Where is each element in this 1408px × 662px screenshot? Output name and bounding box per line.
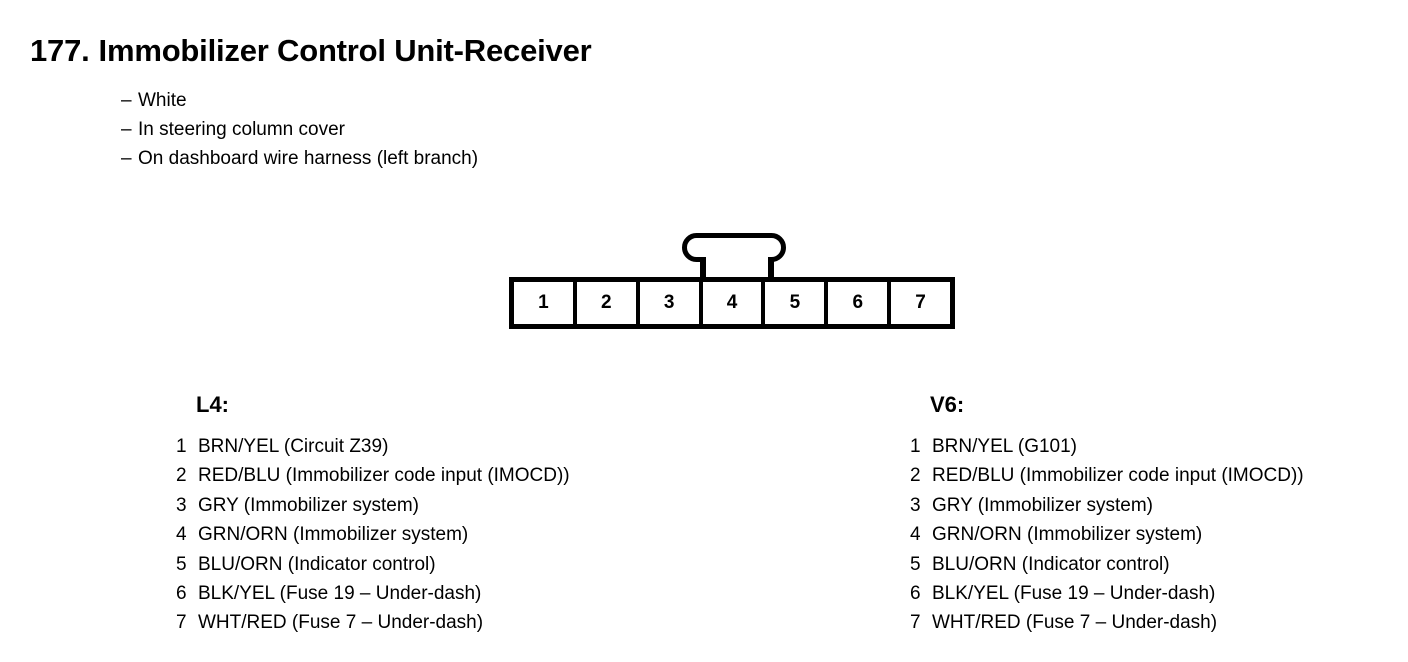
note-text: In steering column cover [138,119,345,140]
pin-number: 6 [176,583,187,605]
note-item: – White [121,86,821,115]
pin-description: BRN/YEL (Circuit Z39) [198,436,389,457]
dash-bullet-icon: – [121,148,132,169]
dash-bullet-icon: – [121,119,132,140]
connector-housing: 1 2 3 4 5 6 7 [509,277,955,329]
pin-row: 4 GRN/ORN (Immobilizer system) [910,520,1304,549]
connector-pin-cell: 1 [514,282,573,324]
connector-pin-cell: 5 [765,282,825,324]
pin-number: 4 [910,524,921,546]
pin-number: 1 [910,436,921,457]
pin-description: GRN/ORN (Immobilizer system) [932,524,1203,546]
pin-row: 7 WHT/RED (Fuse 7 – Under-dash) [910,608,1304,637]
pin-row: 6 BLK/YEL (Fuse 19 – Under-dash) [910,579,1304,608]
pin-number: 2 [176,465,187,487]
pin-row: 6 BLK/YEL (Fuse 19 – Under-dash) [176,579,570,608]
pin-description: WHT/RED (Fuse 7 – Under-dash) [932,612,1218,634]
pin-list-l4: L4: 1 BRN/YEL (Circuit Z39) 2 RED/BLU (I… [176,392,570,638]
pin-number: 5 [910,553,921,575]
pin-row: 1 BRN/YEL (G101) [910,432,1304,461]
connector-tab-notch [706,255,768,263]
pin-number: 3 [176,494,187,516]
page-title-number: 177. [30,33,90,68]
pin-row: 1 BRN/YEL (Circuit Z39) [176,432,570,461]
pin-row: 2 RED/BLU (Immobilizer code input (IMOCD… [910,461,1304,490]
note-text: White [138,90,187,111]
pin-description: BLK/YEL (Fuse 19 – Under-dash) [198,583,482,605]
pin-number: 1 [176,436,187,457]
pin-list-v6: V6: 1 BRN/YEL (G101) 2 RED/BLU (Immobili… [910,392,1304,638]
note-text: On dashboard wire harness (left branch) [138,148,479,169]
connector-pin-cell: 4 [702,282,762,324]
connector-pin-cell: 2 [576,282,636,324]
pin-description: GRY (Immobilizer system) [932,494,1153,516]
connector-tab-stem-right [768,257,774,279]
connector-pin-cell: 3 [639,282,699,324]
pin-number: 2 [910,465,921,487]
pin-number: 3 [910,494,921,516]
pin-description: BLU/ORN (Indicator control) [198,553,436,575]
pin-description: WHT/RED (Fuse 7 – Under-dash) [198,612,484,634]
page-title: 177.Immobilizer Control Unit-Receiver [30,33,592,68]
pin-row: 5 BLU/ORN (Indicator control) [910,550,1304,579]
connector-pin-cell: 7 [891,282,951,324]
pin-row: 3 GRY (Immobilizer system) [176,491,570,520]
pin-description: GRY (Immobilizer system) [198,494,419,516]
pin-description: RED/BLU (Immobilizer code input (IMOCD)) [932,465,1304,487]
pin-description: GRN/ORN (Immobilizer system) [198,524,469,546]
pin-row: 3 GRY (Immobilizer system) [910,491,1304,520]
pin-number: 7 [176,612,187,634]
dash-bullet-icon: – [121,90,132,111]
pin-number: 5 [176,553,187,575]
connector-pin-cell: 6 [828,282,888,324]
pin-list-heading: V6: [930,392,965,417]
pin-list-heading: L4: [196,392,229,417]
pin-description: BRN/YEL (G101) [932,436,1078,457]
pin-number: 4 [176,524,187,546]
note-item: – In steering column cover [121,115,821,144]
pin-row: 7 WHT/RED (Fuse 7 – Under-dash) [176,608,570,637]
pin-row: 5 BLU/ORN (Indicator control) [176,550,570,579]
connector-diagram: 1 2 3 4 5 6 7 [509,233,955,331]
pin-description: RED/BLU (Immobilizer code input (IMOCD)) [198,465,570,487]
pin-row: 4 GRN/ORN (Immobilizer system) [176,520,570,549]
page-title-text: Immobilizer Control Unit-Receiver [98,33,592,68]
pin-description: BLK/YEL (Fuse 19 – Under-dash) [932,583,1216,605]
connector-tab-stem-left [700,257,706,279]
pin-number: 6 [910,583,921,605]
pin-number: 7 [910,612,921,634]
pin-row: 2 RED/BLU (Immobilizer code input (IMOCD… [176,461,570,490]
pin-description: BLU/ORN (Indicator control) [932,553,1170,575]
note-item: – On dashboard wire harness (left branch… [121,144,821,173]
notes-list: – White – In steering column cover – On … [121,86,821,173]
